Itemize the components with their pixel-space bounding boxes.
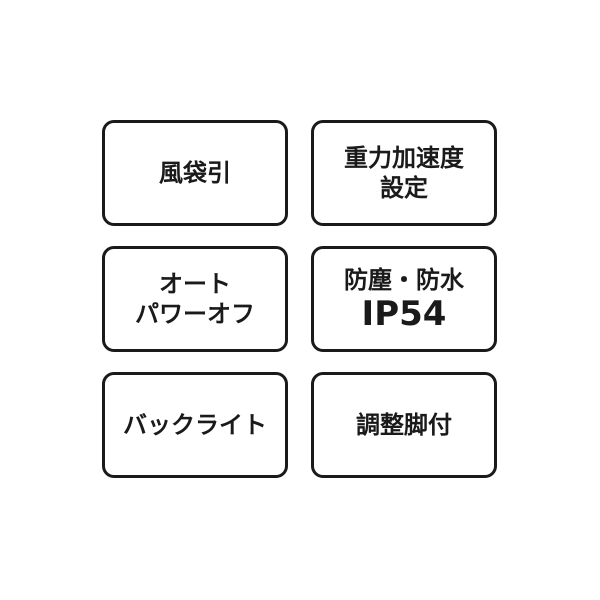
feature-badge-gravity-setting: 重力加速度 設定: [311, 120, 497, 226]
feature-label: 調整脚付: [356, 411, 452, 439]
feature-badge-dust-water-proof: 防塵・防水 IP54: [311, 246, 497, 352]
feature-label: バックライト: [123, 411, 267, 439]
ip-rating-label: IP54: [361, 294, 447, 334]
feature-badge-backlight: バックライト: [102, 372, 288, 478]
feature-label-line-1: オート: [159, 270, 231, 298]
feature-label-line-1: 重力加速度: [344, 144, 464, 172]
feature-label-line-2: 設定: [380, 174, 428, 202]
feature-label: 風袋引: [159, 159, 231, 187]
feature-grid: 風袋引 重力加速度 設定 オート パワーオフ 防塵・防水 IP54 バックライト…: [102, 120, 498, 479]
feature-label-line-2: パワーオフ: [135, 300, 255, 328]
feature-badge-windage-tare: 風袋引: [102, 120, 288, 226]
feature-label-line-1: 防塵・防水: [344, 266, 464, 294]
feature-badge-adjustable-feet: 調整脚付: [311, 372, 497, 478]
feature-badge-auto-power-off: オート パワーオフ: [102, 246, 288, 352]
